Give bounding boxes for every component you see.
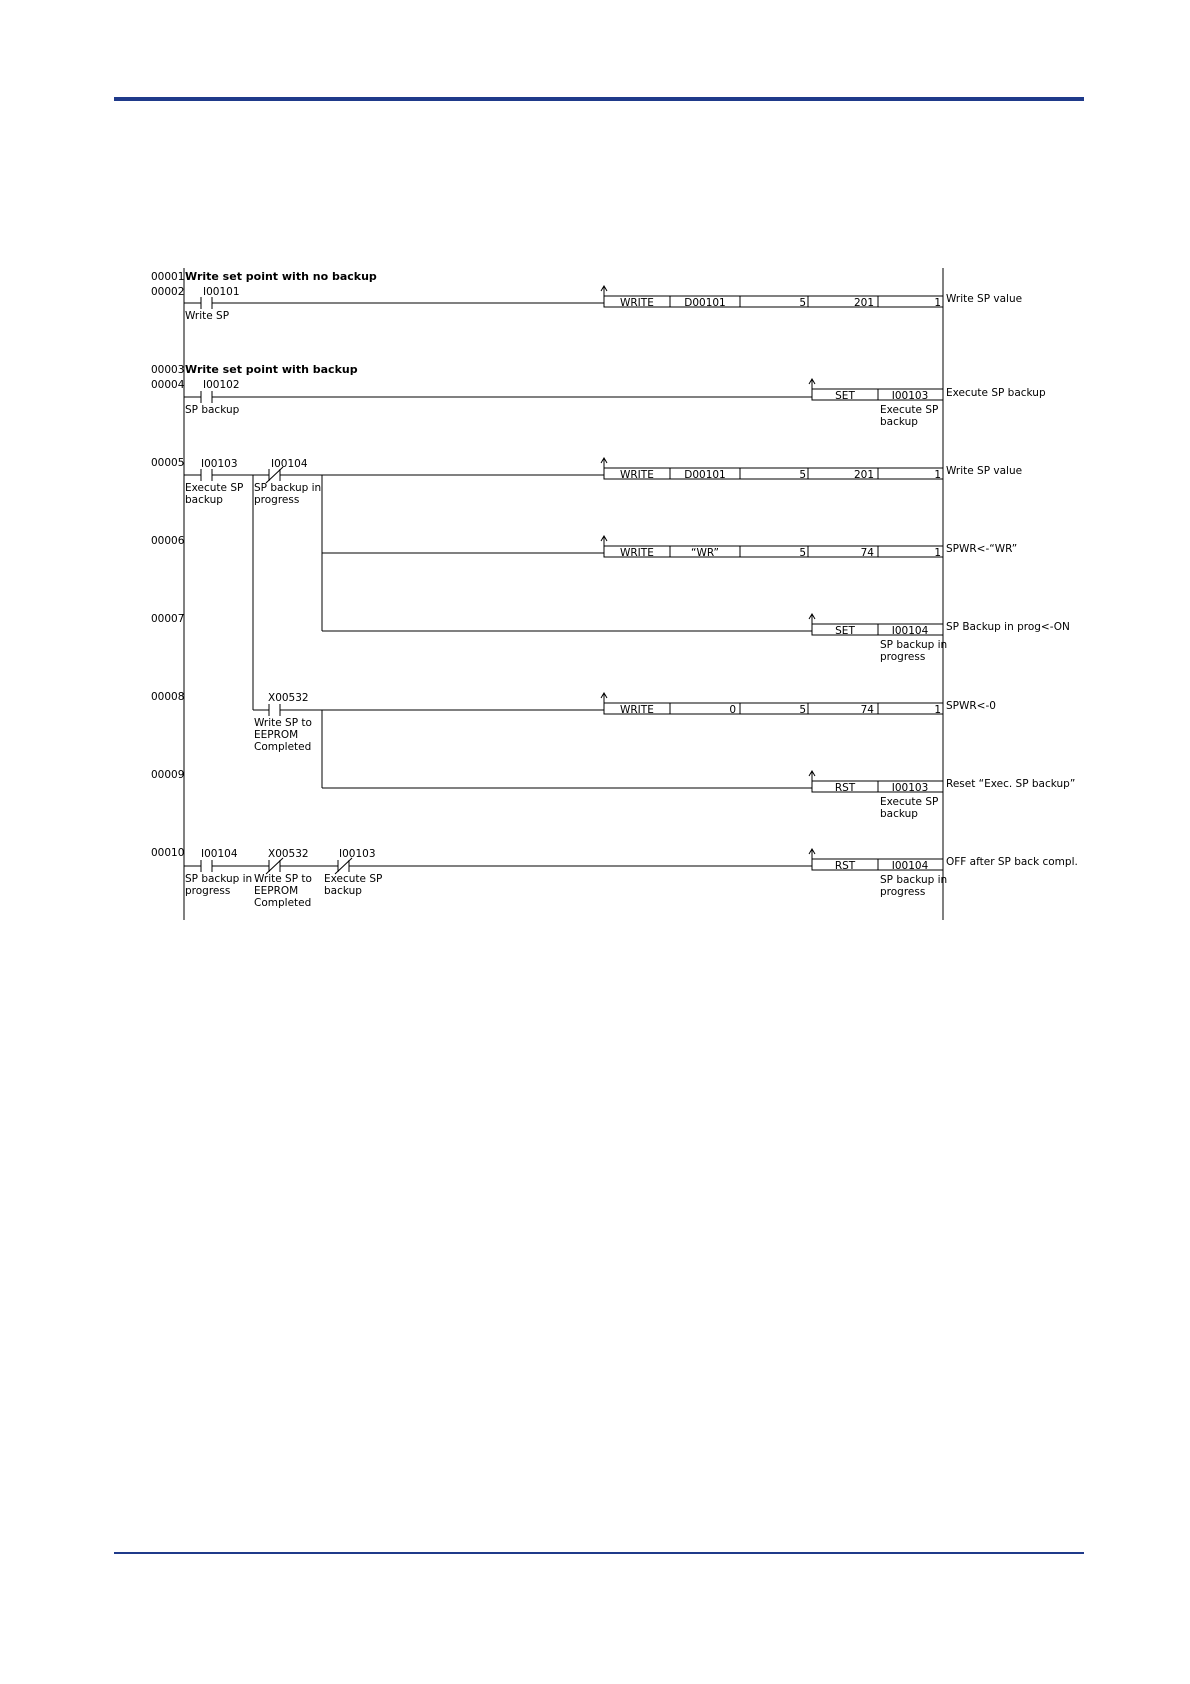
row-number: 00010 (151, 847, 184, 859)
rising-edge-arrow (600, 457, 608, 464)
contact-label: progress (254, 494, 299, 506)
rung-comment: SPWR<-0 (946, 700, 996, 712)
instruction-arg: 5 (799, 469, 806, 481)
rising-edge-arrow (600, 535, 608, 542)
contact-nc-slash (265, 466, 284, 484)
row-number: 00002 (151, 286, 184, 298)
write-instruction (603, 545, 944, 558)
contact-label: progress (185, 885, 230, 897)
header-rule (114, 97, 1084, 101)
instruction-arg: 74 (861, 704, 875, 716)
contact-label: EEPROM (254, 729, 298, 741)
coil-label: SP backup in (880, 639, 947, 651)
contact-label: SP backup in (254, 482, 321, 494)
instruction-arg: 0 (729, 704, 736, 716)
contact-label: Completed (254, 897, 311, 909)
instruction-device: I00103 (892, 390, 929, 402)
instruction-arg: “WR” (691, 547, 719, 559)
contact-device: I00104 (271, 458, 308, 470)
contact-device: I00103 (339, 848, 376, 860)
contact-device: I00103 (201, 458, 238, 470)
instruction-arg: 1 (934, 704, 941, 716)
section-heading: Write set point with no backup (185, 270, 377, 283)
rung-comment: Execute SP backup (946, 387, 1046, 399)
rising-edge-arrow (808, 770, 816, 777)
rung-comment: Reset “Exec. SP backup” (946, 778, 1075, 790)
row-number: 00004 (151, 379, 185, 391)
rising-edge-arrow (808, 378, 816, 385)
coil-label: Execute SP (880, 796, 938, 808)
rung-comment: Write SP value (946, 293, 1022, 305)
instruction-op: SET (835, 625, 855, 637)
instruction-device: I00104 (892, 860, 929, 872)
contact-label: Completed (254, 741, 311, 753)
instruction-arg: 201 (854, 297, 874, 309)
contact-label: EEPROM (254, 885, 298, 897)
rising-edge-arrow (600, 692, 608, 699)
contact-label: backup (185, 494, 223, 506)
instruction-op: WRITE (620, 297, 654, 309)
instruction-arg: 74 (861, 547, 875, 559)
contact-label: SP backup in (185, 873, 252, 885)
row-number: 00007 (151, 613, 184, 625)
contact-nc-slash (334, 857, 353, 875)
coil-label: backup (880, 808, 918, 820)
contact-device: X00532 (268, 848, 309, 860)
section-heading: Write set point with backup (185, 363, 358, 376)
contact-label: Execute SP (185, 482, 243, 494)
instruction-arg: D00101 (684, 469, 726, 481)
instruction-device: I00103 (892, 782, 929, 794)
instruction-arg: 5 (799, 704, 806, 716)
contact-device: I00104 (201, 848, 238, 860)
row-number: 00009 (151, 769, 184, 781)
row-number: 00005 (151, 457, 184, 469)
instruction-arg: 1 (934, 547, 941, 559)
instruction-op: WRITE (620, 704, 654, 716)
row-number: 00008 (151, 691, 184, 703)
instruction-op: WRITE (620, 469, 654, 481)
write-instruction (603, 295, 944, 308)
contact-nc-slash (265, 857, 284, 875)
rising-edge-arrow (808, 848, 816, 855)
contact-device: I00102 (203, 379, 240, 391)
instruction-op: RST (835, 782, 856, 794)
instruction-arg: 1 (934, 297, 941, 309)
instruction-arg: D00101 (684, 297, 726, 309)
instruction-arg: 1 (934, 469, 941, 481)
write-instruction (603, 702, 944, 715)
instruction-arg: 5 (799, 547, 806, 559)
instruction-op: SET (835, 390, 855, 402)
footer-rule (114, 1552, 1084, 1554)
row-number: 00001 (151, 271, 184, 283)
contact-label: backup (324, 885, 362, 897)
rung-comment: Write SP value (946, 465, 1022, 477)
contact-device: X00532 (268, 692, 309, 704)
instruction-op: RST (835, 860, 856, 872)
contact-label: SP backup (185, 404, 240, 416)
rising-edge-arrow (808, 613, 816, 620)
instruction-op: WRITE (620, 547, 654, 559)
rung-comment: SPWR<-“WR” (946, 543, 1017, 555)
coil-label: progress (880, 651, 925, 663)
contact-label: Write SP to (254, 717, 312, 729)
coil-label: Execute SP (880, 404, 938, 416)
instruction-arg: 5 (799, 297, 806, 309)
contact-label: Write SP to (254, 873, 312, 885)
coil-label: progress (880, 886, 925, 898)
instruction-arg: 201 (854, 469, 874, 481)
contact-label: Execute SP (324, 873, 382, 885)
coil-label: backup (880, 416, 918, 428)
rung-comment: OFF after SP back compl. (946, 856, 1078, 868)
contact-device: I00101 (203, 286, 240, 298)
row-number: 00003 (151, 364, 184, 376)
instruction-device: I00104 (892, 625, 929, 637)
contact-label: Write SP (185, 310, 229, 322)
row-number: 00006 (151, 535, 185, 547)
coil-label: SP backup in (880, 874, 947, 886)
rung-comment: SP Backup in prog<-ON (946, 621, 1070, 633)
write-instruction (603, 467, 944, 480)
